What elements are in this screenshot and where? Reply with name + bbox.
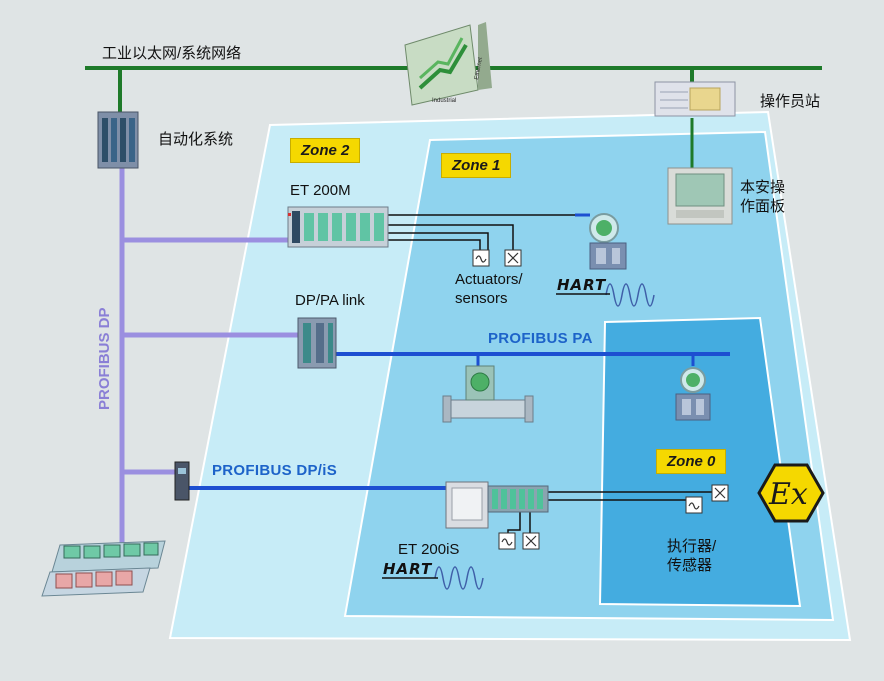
ex-symbol: Ex: [757, 463, 825, 523]
sensor-box-2: [498, 532, 516, 550]
actuator-box-2: [522, 532, 540, 550]
et200m-label: ET 200M: [290, 182, 351, 199]
dppa-link-icon: [297, 317, 337, 369]
zone0-badge: Zone 0: [656, 449, 727, 474]
actuator-sensor-cn-line1: 执行器/: [667, 538, 717, 555]
profibus-dp-label: PROFIBUS DP: [96, 307, 113, 410]
ethernet-switch-icon: Industrial Ethernet: [404, 22, 492, 106]
hart-logo-2: HART: [383, 560, 433, 578]
switch-text-2: Ethernet: [474, 57, 484, 81]
sensor-box-3: [685, 496, 703, 514]
profibus-pa-label: PROFIBUS PA: [488, 330, 593, 347]
pa-transmitter-icon: [675, 367, 711, 421]
hart-transmitter-1-icon: [589, 213, 627, 270]
hart-logo-1: HART: [557, 276, 607, 294]
et200m-wire-2: [388, 232, 489, 250]
flowmeter-icon: [442, 365, 534, 423]
et200m-icon: [287, 206, 389, 248]
actuators-label: Actuators/ sensors: [455, 270, 523, 308]
et200m-wire-3: [388, 239, 481, 250]
et200is-label: ET 200iS: [398, 541, 460, 558]
automation-system-icon: [97, 111, 139, 169]
zone2-badge: Zone 2: [290, 138, 361, 163]
local-panel-label-line2: 作面板: [740, 198, 786, 215]
et200is-icon: [445, 481, 549, 529]
et200m-wire-1: [388, 224, 514, 250]
sensor-box-1: [472, 249, 490, 267]
hart-wave-1: [605, 283, 655, 307]
actuators-label-line1: Actuators/: [455, 271, 523, 288]
operator-station-icon: [654, 81, 736, 117]
ethernet-label: 工业以太网/系统网络: [102, 45, 242, 62]
local-panel-icon: [667, 167, 733, 225]
zone1-badge: Zone 1: [441, 153, 512, 178]
actuator-sensor-cn-line2: 传感器: [667, 557, 713, 574]
automation-system-label: 自动化系统: [158, 131, 234, 148]
actuator-box-3: [711, 484, 729, 502]
dppa-link-label: DP/PA link: [295, 292, 365, 309]
ex-text: Ex: [768, 477, 808, 512]
actuator-sensor-cn-label: 执行器/ 传感器: [667, 537, 716, 575]
local-panel-label: 本安操 作面板: [740, 178, 785, 216]
local-panel-label-line1: 本安操: [740, 179, 786, 196]
profibus-dpis-label: PROFIBUS DP/iS: [212, 462, 338, 479]
operator-station-label: 操作员站: [760, 93, 821, 110]
actuator-box-1: [504, 249, 522, 267]
dpis-isolator-icon: [174, 461, 190, 501]
field-devices-icon: [41, 540, 166, 597]
hart-wave-2: [434, 566, 484, 590]
switch-text-1: Industrial: [432, 98, 456, 104]
actuators-label-line2: sensors: [455, 290, 508, 307]
